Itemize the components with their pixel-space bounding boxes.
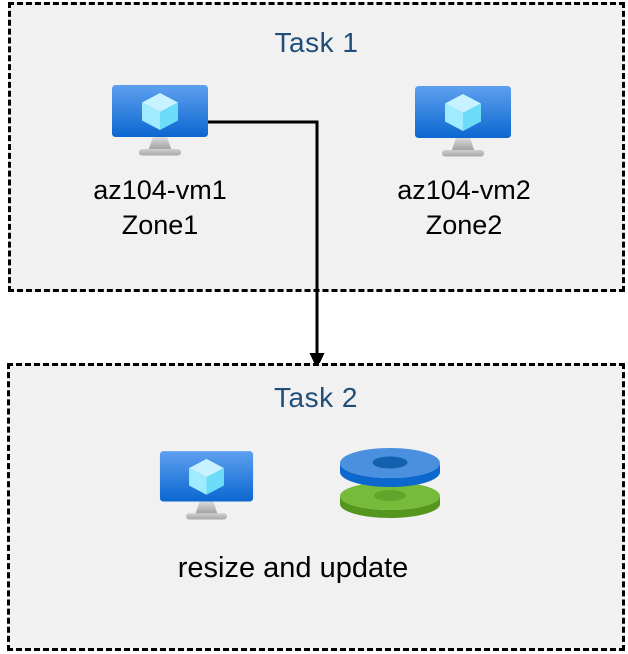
vm1-name-label: az104-vm1	[93, 175, 227, 205]
stacked-disks-icon	[340, 448, 440, 518]
task2-title: Task 2	[274, 382, 358, 413]
task1-title: Task 1	[274, 27, 359, 58]
vm1-zone-label: Zone1	[121, 210, 199, 240]
resize-caption: resize and update	[177, 552, 409, 584]
virtual-machine-icon	[415, 86, 511, 157]
vm1-label: az104-vm1 Zone1	[60, 173, 260, 243]
vm2-name-label: az104-vm2	[397, 175, 531, 205]
virtual-machine-icon	[112, 85, 208, 156]
virtual-machine-icon	[159, 451, 254, 520]
task1-box: Task 1 az104-vm1 Zone1 az104-vm2 Zone2	[8, 2, 625, 292]
vm2-zone-label: Zone2	[425, 210, 503, 240]
vm2-label: az104-vm2 Zone2	[364, 173, 564, 243]
task2-box: Task 2 resize and update	[7, 363, 625, 651]
